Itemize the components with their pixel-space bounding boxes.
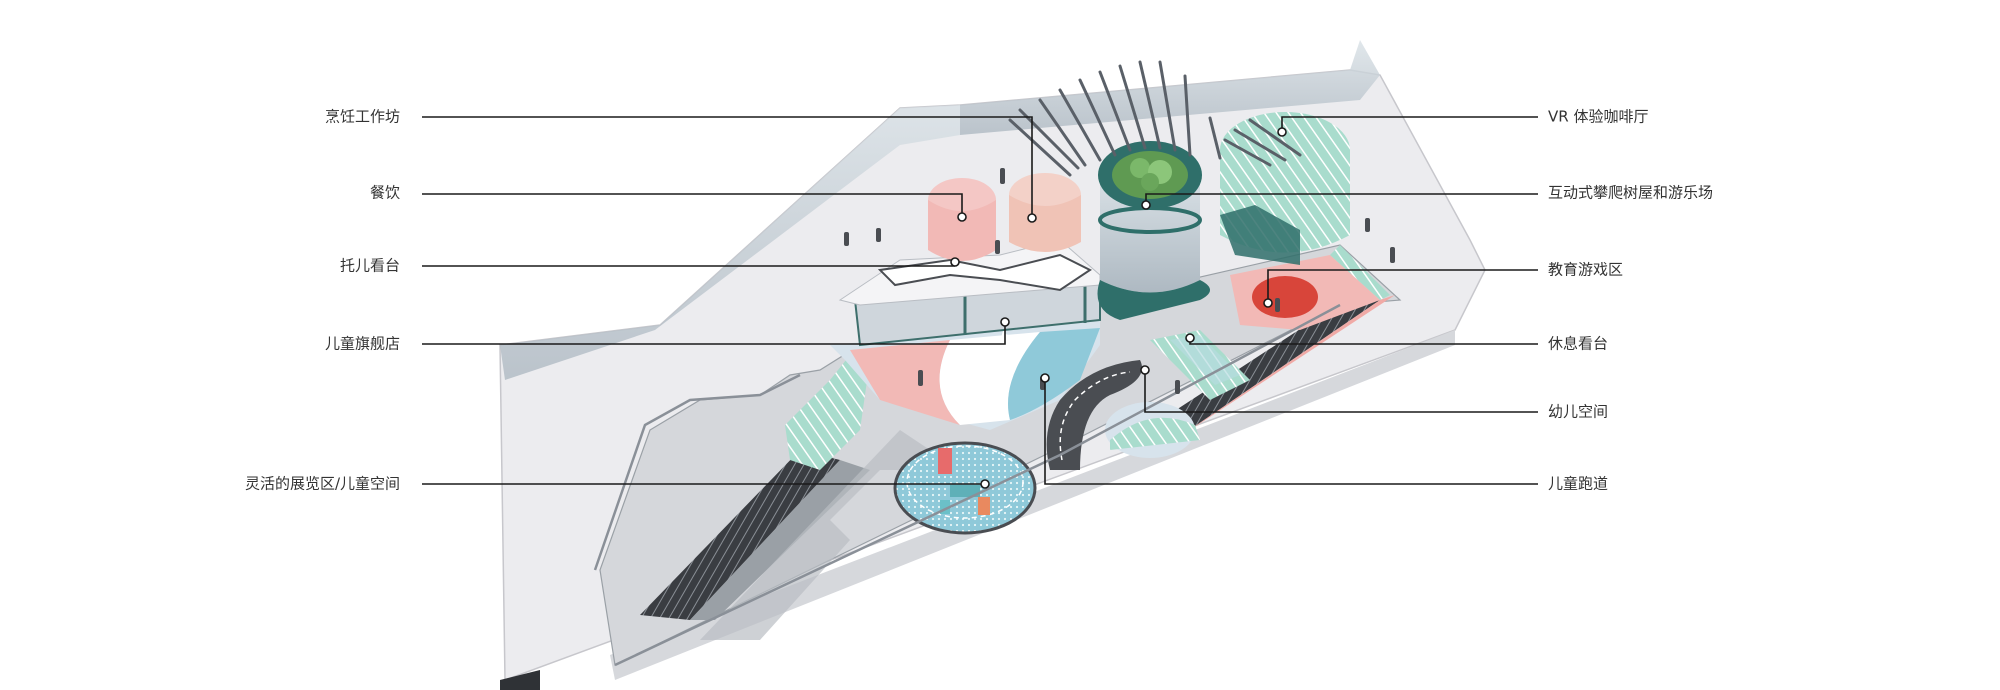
label-kids-runway: 儿童跑道 [1548, 475, 1608, 493]
label-cooking-workshop: 烹饪工作坊 [325, 108, 400, 126]
label-climbing-treehouse: 互动式攀爬树屋和游乐场 [1548, 184, 1713, 202]
leader-dining [422, 193, 963, 217]
cooking-cylinder [1009, 195, 1081, 252]
label-education-play: 教育游戏区 [1548, 261, 1623, 279]
play-block-orange [978, 497, 990, 515]
education-red-disc [1252, 276, 1318, 318]
leader-education-play [1267, 269, 1538, 303]
escalator-right [1130, 290, 1380, 450]
building-illustration: START [499, 40, 1486, 690]
facade-glass-right [960, 40, 1380, 135]
people [844, 168, 1395, 394]
dining-terrace [877, 253, 1092, 292]
leader-kids-flagship-store [422, 322, 1006, 345]
label-parent-stand: 托儿看台 [340, 257, 400, 275]
facade-glass-left [500, 105, 960, 380]
play-block-teal [950, 485, 980, 497]
leader-cooking-workshop [422, 116, 1033, 218]
dining-cylinder [928, 200, 996, 261]
guard-rail [593, 373, 801, 571]
label-infant-space: 幼儿空间 [1548, 403, 1608, 421]
roof-fins [1008, 60, 1302, 177]
tower-ramp [1097, 280, 1210, 320]
escalator-left [640, 450, 840, 620]
label-flexible-exhibition: 灵活的展览区/儿童空间 [245, 475, 400, 493]
label-dining: 餐饮 [370, 184, 400, 202]
ramp-lower [700, 430, 960, 640]
striped-floor-zone [785, 355, 870, 470]
leader-vr-cafe [1281, 116, 1538, 132]
label-rest-stand: 休息看台 [1548, 335, 1608, 353]
kids-runway-track [1046, 360, 1142, 470]
corner-element [500, 670, 540, 690]
label-kids-flagship-store: 儿童旗舰店 [325, 335, 400, 353]
facade-front [610, 330, 1455, 680]
play-block-pink [938, 448, 952, 474]
vr-cafe-top [1220, 112, 1350, 188]
label-vr-cafe: VR 体验咖啡厅 [1548, 108, 1648, 126]
leader-infant-space [1144, 370, 1538, 413]
leader-kids-runway [1044, 378, 1538, 485]
callouts: 烹饪工作坊 餐饮 托儿看台 儿童旗舰店 灵活的展览区/儿童空间 VR 体验咖啡厅… [245, 108, 1713, 493]
